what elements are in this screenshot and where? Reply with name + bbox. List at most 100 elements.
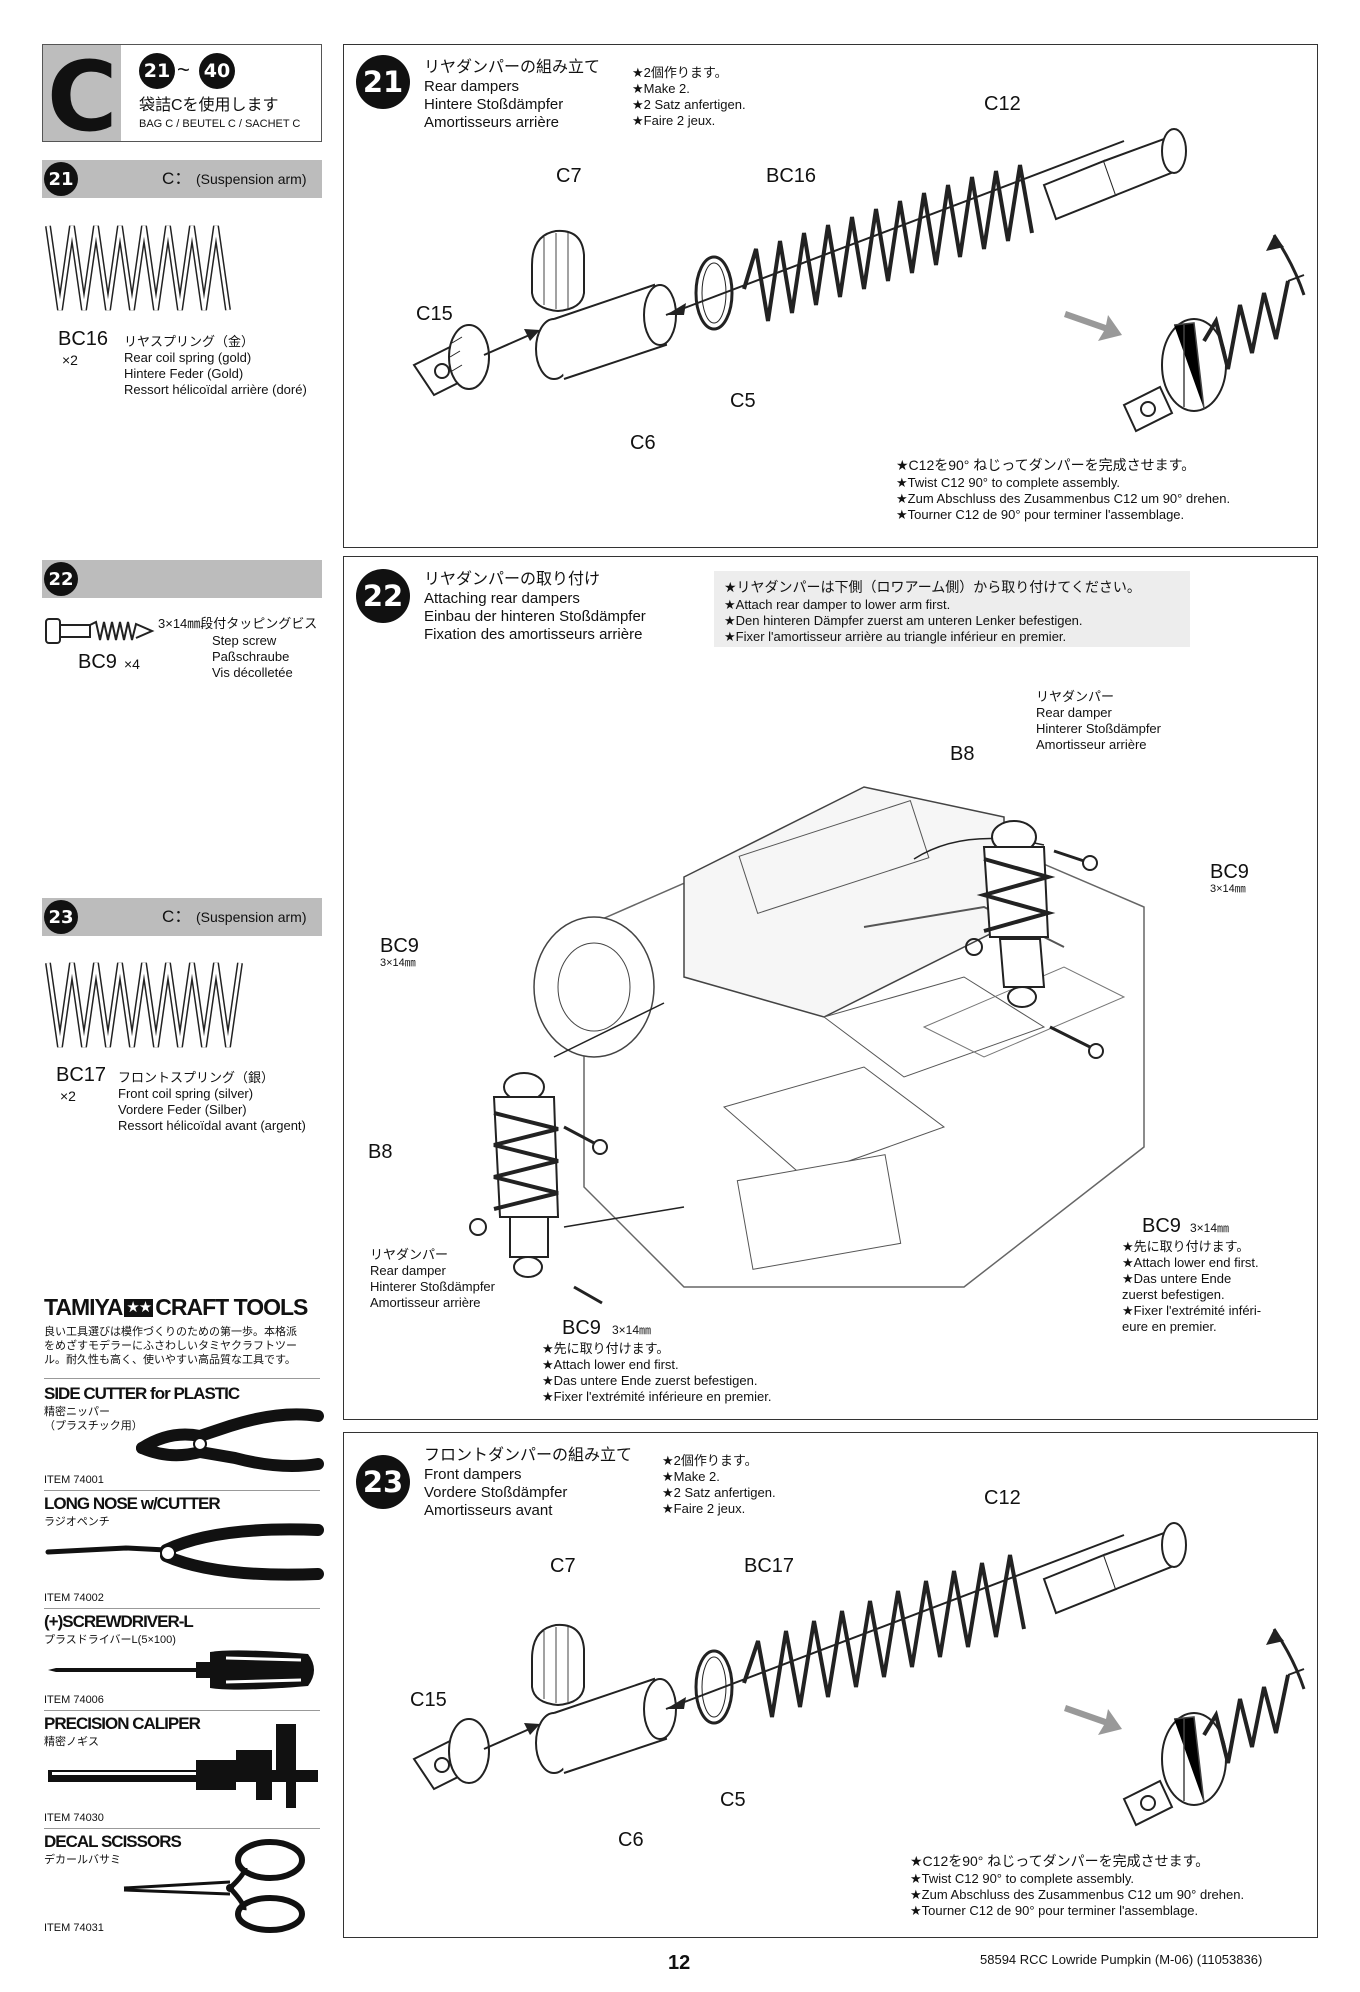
tool-2-ja-1: ラジオペンチ [44, 1516, 110, 1528]
sidebar-23-number: 23 [44, 900, 78, 934]
sidebar-22-qty: ×4 [124, 656, 140, 672]
tool-3-item: ITEM 74006 [44, 1694, 104, 1706]
step-21-make-de: ★2 Satz anfertigen. [632, 97, 746, 112]
step-22-first-left-ja: ★先に取り付けます。 [542, 1341, 670, 1356]
step-22-title-fr: Fixation des amortisseurs arrière [424, 626, 643, 643]
step-23-label-c12: C12 [984, 1487, 1021, 1509]
step-22-rd-left-de: Hinterer Stoßdämpfer [370, 1279, 495, 1294]
step-22-chassis-illustration [469, 786, 1145, 1305]
tool-4-ja-1: 精密ノギス [44, 1736, 99, 1748]
sidebar-21-header-label: C： (Suspension arm) [162, 169, 307, 188]
step-21-note-ja: ★C12を90° ねじってダンパーを完成させます。 [896, 457, 1196, 473]
tools-divider [44, 1378, 320, 1379]
sidebar-21-number: 21 [44, 162, 78, 196]
step-22-number: 22 [356, 569, 410, 623]
sidebar-23-name-ja: フロントスプリング（銀） [118, 1070, 275, 1085]
tool-1-name: SIDE CUTTER for PLASTIC [44, 1384, 240, 1403]
step-22-rd-left-en: Rear damper [370, 1263, 446, 1278]
tool-2-name: LONG NOSE w/CUTTER [44, 1494, 221, 1513]
step-23-label-c15: C15 [410, 1689, 447, 1711]
sidebar-23-header-label: C： (Suspension arm) [162, 907, 307, 926]
step-22-title-en: Attaching rear dampers [424, 590, 580, 607]
sidebar-22-header: 22 [42, 560, 322, 598]
step-23-make-de: ★2 Satz anfertigen. [662, 1485, 776, 1500]
step-22-label-bc9-right: BC9 [1210, 861, 1249, 883]
tool-1-ja-2: （プラスチック用） [44, 1420, 143, 1432]
step-22-first-right-1: ★先に取り付けます。 [1122, 1239, 1250, 1254]
sidebar-23-name-en: Front coil spring (silver) [118, 1086, 254, 1101]
tools-divider [44, 1710, 320, 1711]
step-21-title-ja: リヤダンパーの組み立て [424, 59, 601, 76]
step-21-make-fr: ★Faire 2 jeux. [632, 113, 716, 128]
step-21-note-en: ★Twist C12 90° to complete assembly. [896, 475, 1120, 490]
step-23-number: 23 [356, 1455, 410, 1509]
step-22-rd-right-fr: Amortisseur arrière [1036, 737, 1147, 752]
bag-range-end: 40 [199, 53, 235, 89]
step-21-label-c7: C7 [556, 165, 582, 187]
step-22-note-fr: ★Fixer l'amortisseur arrière au triangle… [724, 629, 1067, 644]
sidebar-22-name-de: Paßschraube [212, 649, 290, 664]
bag-use-ja: 袋詰Cを使用します [139, 97, 279, 114]
tool-5-name: DECAL SCISSORS [44, 1832, 182, 1851]
step-23-exploded-damper-illustration [412, 1522, 1306, 1827]
tool-4-name: PRECISION CALIPER [44, 1714, 201, 1733]
step-23-title-fr: Amortisseurs avant [424, 1502, 553, 1519]
step-22-rd-right-de: Hinterer Stoßdämpfer [1036, 721, 1161, 736]
step-23-make-en: ★Make 2. [662, 1469, 720, 1484]
step-22-label-bc9-left: BC9 [380, 935, 419, 957]
step-21-title-fr: Amortisseurs arrière [424, 114, 560, 131]
step-22-size-right: 3×14㎜ [1210, 883, 1246, 895]
sidebar-21-qty: ×2 [62, 352, 78, 368]
sidebar-21-part: BC16 [58, 328, 109, 350]
tools-divider [44, 1608, 320, 1609]
step-22-title-ja: リヤダンパーの取り付け [424, 571, 601, 588]
step-23-title-de: Vordere Stoßdämpfer [424, 1484, 568, 1501]
bag-use-multi: BAG C / BEUTEL C / SACHET C [139, 118, 301, 130]
step-22-rd-right-ja: リヤダンパー [1036, 689, 1115, 704]
tools-intro-1: 良い工具選びは模作づくりのための第一歩。本格派 [44, 1326, 297, 1338]
step-21-label-c5: C5 [730, 390, 756, 412]
step-21-number: 21 [356, 55, 410, 109]
tool-5-ja-1: デカールバサミ [44, 1854, 121, 1866]
sidebar-23-part: BC17 [56, 1064, 107, 1086]
step-22-label-b8-left: B8 [368, 1141, 393, 1163]
screw-bc9-illustration [45, 618, 155, 644]
sidebar-21-name-ja: リヤスプリング（金） [124, 334, 255, 349]
step-22-title-de: Einbau der hinteren Stoßdämpfer [424, 608, 646, 625]
sidebar-22-part: BC9 [78, 651, 117, 673]
step-22-label-bc9-bottom-left: BC9 [562, 1317, 601, 1339]
sidebar-21-header: 21 C： (Suspension arm) [42, 160, 322, 198]
step-22-label-b8-right: B8 [950, 743, 975, 765]
step-22-note-box: ★リヤダンパーは下側（ロワアーム側）から取り付けてください。 ★Attach r… [714, 571, 1190, 647]
step-22-first-left-en: ★Attach lower end first. [542, 1357, 679, 1372]
step-22-size-bottom-left: 3×14㎜ [612, 1323, 652, 1337]
step-22-first-right-2: ★Attach lower end first. [1122, 1255, 1259, 1270]
sidebar-22-name-fr: Vis décolletée [212, 665, 293, 680]
step-23-label-c7: C7 [550, 1555, 576, 1577]
sidebar-22-number: 22 [44, 562, 78, 596]
step-22-first-left-de: ★Das untere Ende zuerst befestigen. [542, 1373, 758, 1388]
tools-intro-2: をめざすモデラーにふさわしいタミヤクラフトツー [44, 1340, 297, 1352]
step-23-note-fr: ★Tourner C12 de 90° pour terminer l'asse… [910, 1903, 1199, 1918]
spring-bc16-illustration [45, 225, 231, 311]
step-22-note-en: ★Attach rear damper to lower arm first. [724, 597, 951, 612]
bag-header: C 21 ~ 40 袋詰Cを使用します BAG C / BEUTEL C / S… [42, 41, 322, 153]
step-21-title-de: Hintere Stoßdämpfer [424, 96, 564, 113]
step-22-label-bc9-bottom-right: BC9 [1142, 1215, 1181, 1237]
tool-2-item: ITEM 74002 [44, 1592, 104, 1604]
step-23-title-ja: フロントダンパーの組み立て [424, 1447, 633, 1464]
tools-divider [44, 1490, 320, 1491]
step-23-make-fr: ★Faire 2 jeux. [662, 1501, 746, 1516]
step-23-title-en: Front dampers [424, 1466, 522, 1483]
step-21-label-bc16: BC16 [766, 165, 817, 187]
step-23-label-bc17: BC17 [744, 1555, 795, 1577]
tool-1-item: ITEM 74001 [44, 1474, 104, 1486]
step-22-size-left: 3×14㎜ [380, 957, 416, 969]
step-21-note-de: ★Zum Abschluss des Zusammenbus C12 um 90… [896, 491, 1231, 506]
sidebar-22-name-ja: 3×14㎜段付タッピングビス [158, 616, 318, 631]
sidebar-23-name-fr: Ressort hélicoïdal avant (argent) [118, 1118, 306, 1133]
step-23-label-c5: C5 [720, 1789, 746, 1811]
tools-brand: TAMIYA★★CRAFT TOOLS [44, 1294, 308, 1320]
tool-3-name: (+)SCREWDRIVER-L [44, 1612, 194, 1631]
sidebar-23-name-de: Vordere Feder (Silber) [118, 1102, 247, 1117]
